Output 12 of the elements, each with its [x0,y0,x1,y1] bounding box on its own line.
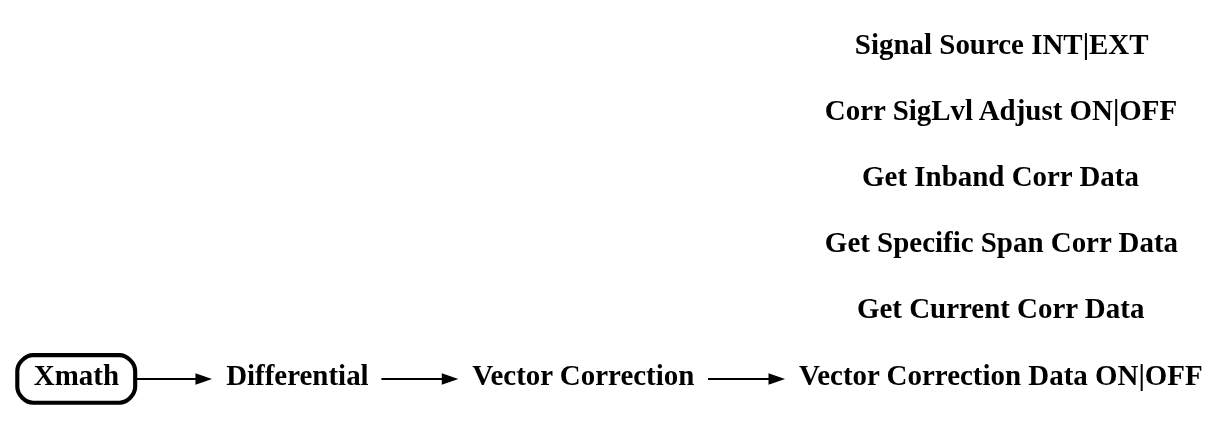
node-text: Get Specific Span Corr Data [824,225,1178,258]
node-text: Differential [226,358,369,391]
arrow [135,372,213,385]
node-text: Signal Source INT|EXT [854,27,1149,60]
node-text: Corr SigLvl Adjust ON|OFF [824,93,1178,126]
node-text: Get Inband Corr Data [862,159,1139,192]
arrow [708,372,786,385]
node-text: Vector Correction Data ON|OFF [799,358,1203,391]
node-text: Vector Correction [472,358,695,391]
node-text: Get Current Corr Data [856,291,1145,324]
arrow [381,372,459,385]
node-box: Xmath [15,352,138,405]
